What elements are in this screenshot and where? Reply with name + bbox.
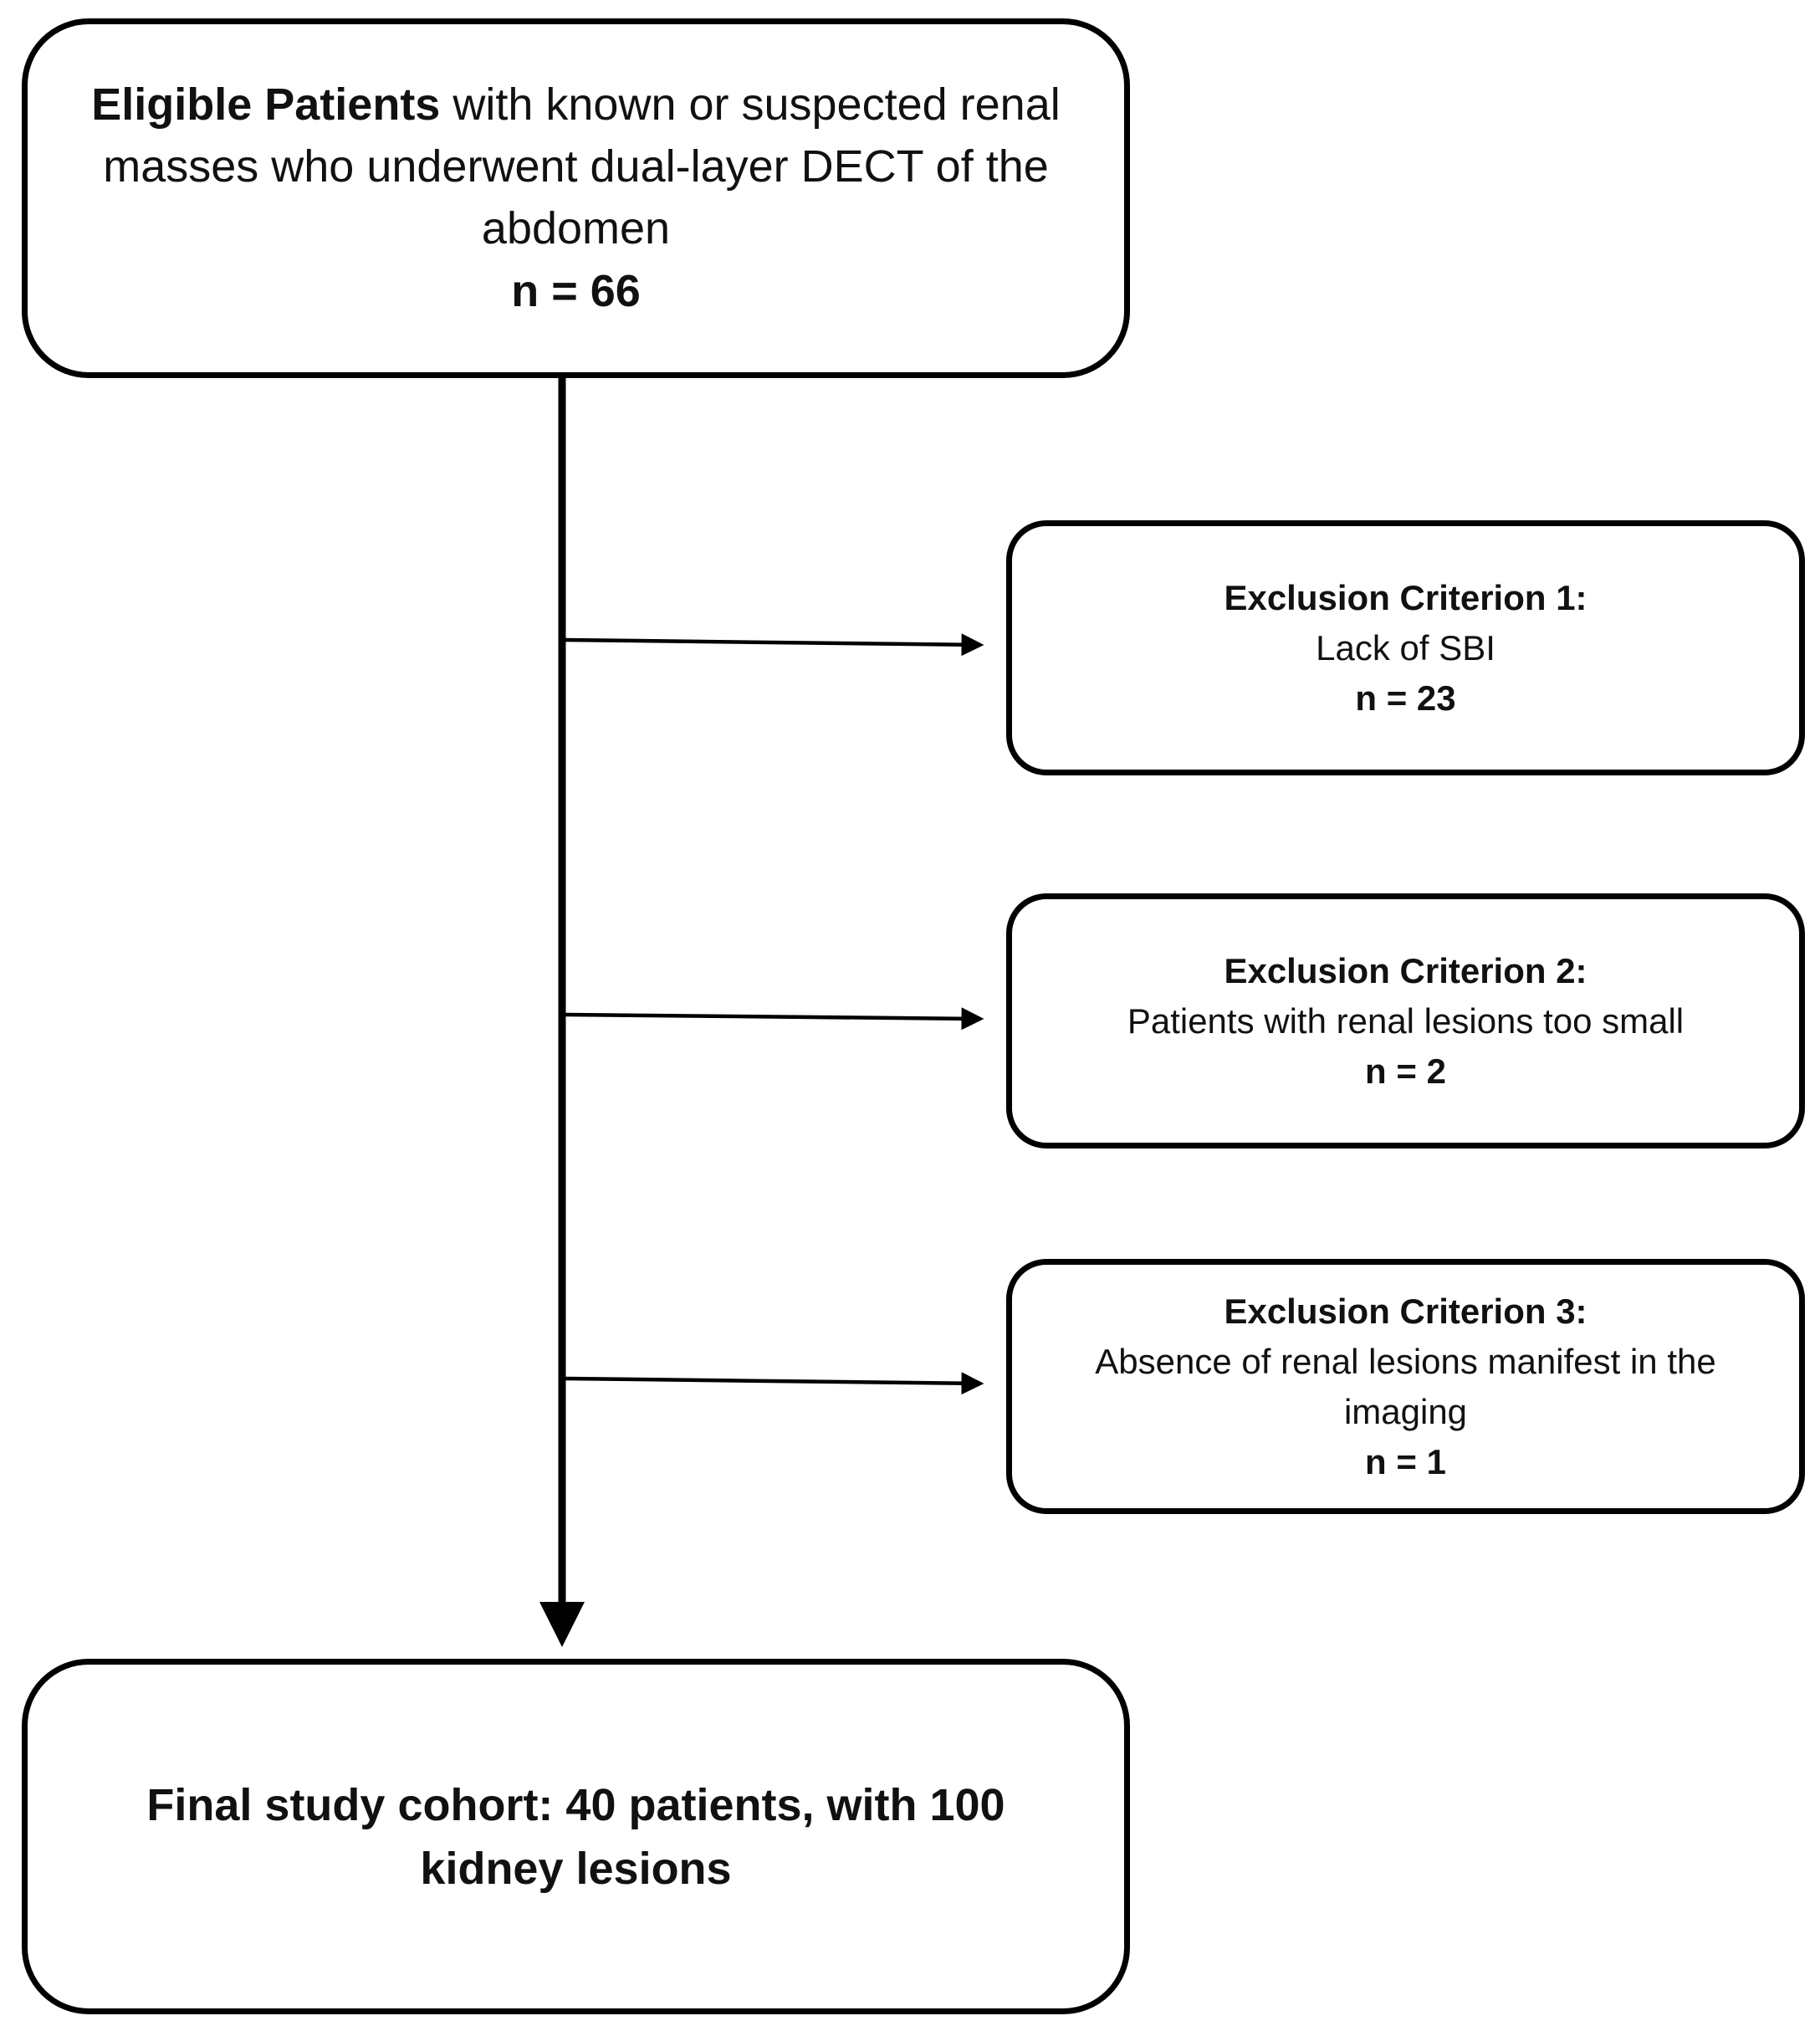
exclusion-criterion-1-description: Lack of SBI bbox=[1316, 627, 1495, 668]
eligible-patients-text: with known or suspected renal masses who… bbox=[103, 79, 1061, 253]
exclusion-criterion-2-box: Exclusion Criterion 2: Patients with ren… bbox=[1006, 893, 1805, 1149]
exclusion-criterion-2-count: n = 2 bbox=[1365, 1051, 1446, 1091]
exclusion-criterion-3-description: Absence of renal lesions manifest in the… bbox=[1095, 1341, 1716, 1431]
exclusion-criterion-3-box: Exclusion Criterion 3: Absence of renal … bbox=[1006, 1259, 1805, 1514]
eligible-patients-label: Eligible Patients bbox=[91, 79, 441, 130]
eligible-patients-count: n = 66 bbox=[511, 266, 641, 316]
exclusion-criterion-1-title: Exclusion Criterion 1: bbox=[1224, 577, 1587, 617]
exclusion-criterion-2-title: Exclusion Criterion 2: bbox=[1224, 950, 1587, 990]
final-cohort-box: Final study cohort: 40 patients, with 10… bbox=[22, 1659, 1130, 2014]
exclusion-2-arrow bbox=[565, 1007, 984, 1031]
eligible-patients-box: Eligible Patients with known or suspecte… bbox=[22, 18, 1130, 378]
exclusion-criterion-3-title: Exclusion Criterion 3: bbox=[1224, 1291, 1587, 1331]
exclusion-criterion-3-count: n = 1 bbox=[1365, 1441, 1446, 1481]
eligible-patients-description: Eligible Patients with known or suspecte… bbox=[61, 74, 1091, 259]
exclusion-1-arrow bbox=[565, 633, 984, 657]
exclusion-3-arrow bbox=[565, 1372, 984, 1395]
final-cohort-text: Final study cohort: 40 patients, with 10… bbox=[146, 1779, 1005, 1894]
exclusion-criterion-1-box: Exclusion Criterion 1: Lack of SBI n = 2… bbox=[1006, 520, 1805, 775]
exclusion-criterion-2-description: Patients with renal lesions too small bbox=[1127, 1000, 1685, 1041]
exclusion-criterion-1-count: n = 23 bbox=[1355, 678, 1456, 718]
